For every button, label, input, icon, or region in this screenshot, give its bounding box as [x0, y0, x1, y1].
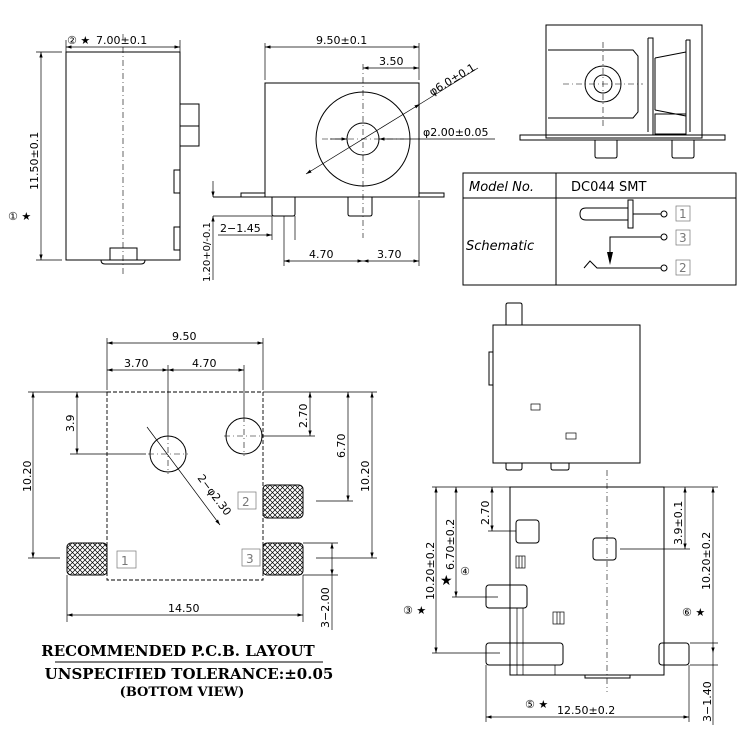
front-view: φ6.0±0.1 φ2.00±0.05 9.50±0.1 3.50 1.20+0… [202, 34, 495, 282]
front-width-dim: 9.50±0.1 [316, 34, 367, 47]
pad-2 [262, 484, 304, 519]
hole-offset-left-dim: 3.70 [124, 357, 149, 370]
pcb-width-dim: 9.50 [172, 330, 197, 343]
hole-pitch-dim: 4.70 [192, 357, 217, 370]
spec-table: Model No. DC044 SMT Schematic 1 3 2 [462, 172, 737, 286]
top-view [488, 302, 641, 471]
outer-diameter-dim: φ6.0±0.1 [427, 61, 478, 99]
side-width-marker: ② ★ [67, 34, 90, 47]
pcb-layout: 1 2 3 9.50 3.70 4.70 10.20 3.9 2.70 6.70 [21, 330, 377, 700]
pcb-overall-width-dim: 14.50 [168, 602, 200, 615]
side-height-marker: ① ★ [8, 210, 31, 223]
pcb-left-height-dim: 10.20 [21, 461, 34, 493]
pin-label-2: 2 [679, 261, 687, 275]
pin-height-dim: 1.20+0/-0.1 [202, 222, 213, 282]
right-hole-offset-dim: 2.70 [297, 404, 310, 429]
pcb-title: RECOMMENDED P.C.B. LAYOUT [41, 642, 315, 660]
pad-width-dim: 3−2.00 [319, 587, 332, 628]
bottom-right-height-dim: 10.20±0.2 [700, 532, 713, 590]
pad2-offset-dim: 6.70 [335, 434, 348, 459]
side-view: ② ★ 7.00±0.1 11.50±0.1 ① ★ [8, 34, 200, 276]
left-hole-offset-dim: 3.9 [64, 415, 77, 433]
bottom-left-height-dim: 10.20±0.2 [424, 542, 437, 600]
pin-label-3: 3 [679, 231, 687, 245]
bottom-left-height-marker: ③ ★ [403, 604, 426, 617]
bottom-right-height-marker: ⑥ ★ [682, 606, 705, 619]
bottom-view-note: (BOTTOM VIEW) [120, 685, 245, 700]
bottom-top-offset-dim: 2.70 [479, 501, 492, 526]
hole-2 [225, 417, 263, 455]
pad-label-3: 3 [246, 552, 254, 566]
pad-offset-star: ★ [440, 573, 453, 589]
tab-width-dim: 3−1.40 [701, 681, 714, 722]
offset-dim: 3.50 [379, 55, 404, 68]
pad-3 [262, 542, 304, 576]
pad-offset-marker: ④ [460, 565, 470, 578]
front-body [264, 82, 420, 198]
bottom-view: 10.20±0.2 ③ ★ 6.70±0.2 ★ ④ 2.70 3.9±0.1 … [403, 470, 718, 725]
bottom-width-marker: ⑤ ★ [525, 698, 548, 711]
right-offset-dim: 3.9±0.1 [672, 501, 685, 545]
pin-label-1: 1 [679, 207, 687, 221]
hole-1 [149, 435, 187, 473]
pin-width-dim: 2−1.45 [220, 222, 261, 235]
bottom-width-dim: 12.50±0.2 [557, 704, 615, 717]
pad-offset-dim: 6.70±0.2 [444, 519, 457, 570]
schematic-label: Schematic [466, 239, 534, 254]
rear-view [519, 24, 726, 159]
pitch-right-dim: 3.70 [377, 248, 402, 261]
pad-label-2: 2 [242, 495, 250, 509]
model-value: DC044 SMT [571, 180, 647, 195]
pad-label-1: 1 [121, 554, 129, 568]
tolerance-note: UNSPECIFIED TOLERANCE:±0.05 [45, 665, 334, 683]
side-height-dim: 11.50±0.1 [28, 132, 41, 190]
schematic-symbol: 1 3 2 [579, 199, 691, 276]
pcb-right-height-dim: 10.20 [359, 461, 372, 493]
hole-diameter-dim: 2−φ2.30 [195, 472, 234, 518]
pad-1 [66, 542, 108, 576]
model-label: Model No. [469, 180, 534, 195]
pcb-outline [106, 391, 264, 581]
pitch-left-dim: 4.70 [309, 248, 334, 261]
side-width-dim: 7.00±0.1 [96, 34, 147, 47]
side-tab [179, 103, 200, 147]
pin-diameter-dim: φ2.00±0.05 [423, 126, 488, 139]
